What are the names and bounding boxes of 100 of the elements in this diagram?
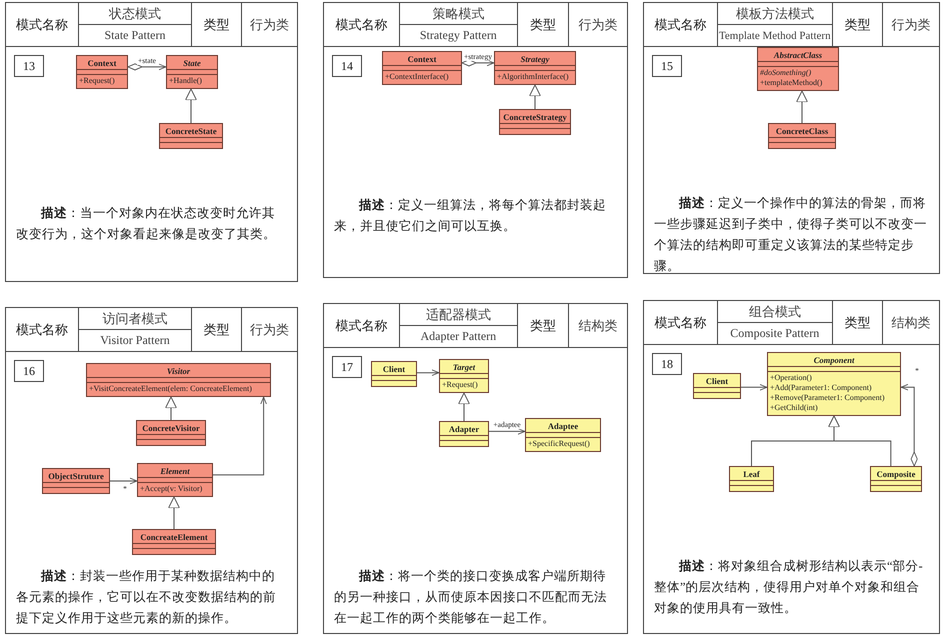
pattern-name-label: 模式名称 [6,3,79,47]
pattern-card [323,2,628,278]
pattern-type-label: 类型 [518,304,570,348]
class-box [693,373,741,399]
method-text: +GetChild(int) [770,403,819,413]
pattern-name-label: 模式名称 [324,304,400,348]
class-name: State [167,56,217,70]
method-text: +Handle() [169,76,203,86]
class-box [729,466,774,492]
class-box [132,529,216,555]
class-box [870,466,922,492]
class-name: AbstractClass [758,48,838,62]
class-name: ConcreteClass [769,124,835,138]
pattern-card [5,307,298,634]
association-arrow [740,384,768,391]
generalization-arrow [185,88,197,124]
description-text: 描述：封装一些作用于某种数据结构中的各元素的操作，它可以在不改变数据结构的前提下定义作用于这些元素的新的操作。 [16,568,277,627]
pattern-name-label: 模式名称 [644,301,718,345]
aggregation-arrow [462,59,494,66]
pattern-name-chinese: 模板方法模式 [718,3,833,25]
pattern-card [643,2,940,274]
class-box [439,421,489,447]
description-text: 描述：当一个对象内在状态改变时允许其改变行为，这个对象看起来像是改变了其类。 [16,205,277,243]
pattern-number: 13 [14,55,44,77]
pattern-type-value: 结构类 [882,301,939,345]
pattern-name-english: Visitor Pattern [78,330,192,352]
method-text: +Request() [442,380,479,390]
class-box [166,55,218,89]
pattern-type-label: 类型 [192,308,242,352]
class-name: ConcreteState [160,124,222,138]
pattern-number: 18 [652,353,682,375]
pattern-name-label: 模式名称 [644,3,718,47]
method-text: +Add(Parameter1: Component) [770,383,873,393]
class-name: Client [694,374,740,388]
class-name: Target [440,360,488,374]
class-name: Context [383,52,461,66]
class-box [382,51,462,85]
generalization-arrow [168,496,180,530]
pattern-type-value: 行为类 [569,3,627,47]
class-box [494,51,576,85]
class-name: Composite [871,467,921,481]
class-box [136,420,206,446]
generalization-arrow [796,90,808,124]
description-text: 描述：将一个类的接口变换成客户端所期待的另一种接口，从而使原本因接口不匹配而无法在一起工作的两个类能够在一起工作。 [334,568,608,627]
class-name: Leaf [730,467,773,481]
pattern-name-chinese: 访问者模式 [78,308,192,330]
association-arrow [416,369,440,376]
pattern-name-chinese: 适配器模式 [400,304,518,326]
class-box [76,55,128,89]
description-text: 描述：将对象组合成树形结构以表示“部分-整体”的层次结构，使得用户对单个对象和组合对象的使用具有一致性。 [654,558,924,617]
class-box [42,468,110,494]
pattern-type-label: 类型 [192,3,242,47]
class-name: ConcreateElement [133,530,215,544]
class-name: Adaptee [526,419,600,433]
method-text: +AlgorithmInterface() [497,72,570,82]
aggregation-arrow [128,63,166,70]
class-name: Strategy [495,52,575,66]
pattern-type-label: 类型 [832,3,883,47]
generalization-arrow [165,396,177,420]
pattern-number: 15 [652,55,682,77]
class-box [768,123,836,149]
method-text: +Accept(v: Visitor) [140,484,204,494]
pattern-name-english: Strategy Pattern [400,25,518,47]
class-name: Client [372,362,416,376]
pattern-name-english: State Pattern [78,25,192,47]
class-box [439,359,489,393]
association-arrow [488,428,526,435]
pattern-name-chinese: 组合模式 [718,301,833,323]
method-text: +VisitConcreateElement(elem: ConcreateElement) [89,384,253,394]
method-text: +Remove(Parameter1: Component) [770,393,886,403]
pattern-name-chinese: 状态模式 [78,3,192,25]
pattern-name-chinese: 策略模式 [400,3,518,25]
pattern-type-value: 行为类 [242,3,297,47]
class-name: ConcreteVisitor [137,421,205,435]
class-box [371,361,417,387]
class-name: ObjectStruture [43,469,109,483]
pattern-type-label: 类型 [832,301,883,345]
class-name: ConcreteStrategy [500,110,570,124]
class-box [499,109,571,135]
description-text: 描述：定义一个操作中的算法的骨架，而将一些步骤延迟到子类中，使得子类可以不改变一个算法的结构即可重定义该算法的某些特定步骤。 [654,195,928,275]
class-box [86,363,271,397]
class-box [159,123,223,149]
aggregation-arrow [900,384,918,466]
class-name: Visitor [87,364,270,378]
pattern-card [323,303,628,634]
method-text: +Operation() [770,373,813,383]
pattern-name-english: Adapter Pattern [400,326,518,348]
pattern-number: 17 [332,356,362,378]
class-box [757,47,839,91]
pattern-type-value: 行为类 [882,3,939,47]
generalization-arrow [458,392,470,422]
class-name: Context [77,56,127,70]
generalization-arrow [529,84,541,110]
pattern-name-label: 模式名称 [6,308,79,352]
pattern-type-label: 类型 [518,3,570,47]
method-text: +templateMethod() [760,78,824,88]
method-text: +Request() [79,76,116,86]
pattern-number: 16 [14,360,44,382]
class-name: Element [138,464,212,478]
class-name: Component [768,353,900,367]
